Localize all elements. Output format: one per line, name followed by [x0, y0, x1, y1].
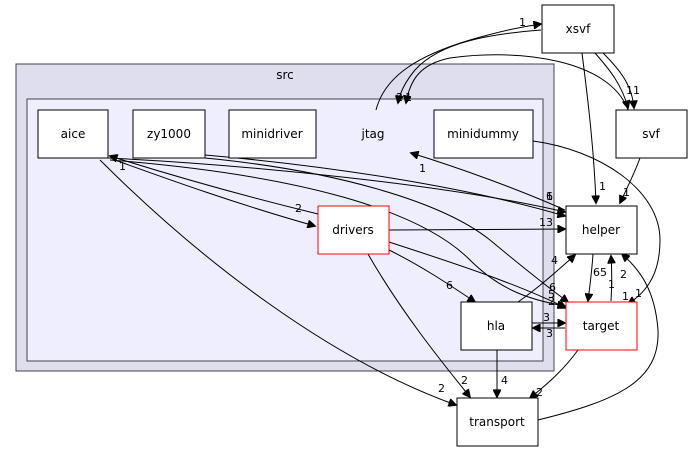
edge-drivers-hla: [384, 247, 475, 302]
edge-drivers-aice: [110, 156, 319, 215]
edge-zy1000-helper: [204, 154, 565, 216]
edge-label: 2: [536, 386, 543, 399]
edge-label: 4: [501, 374, 508, 387]
edge-label: 6: [546, 190, 553, 203]
edge-aice-target: [109, 159, 565, 306]
node-helper-label: helper: [582, 223, 620, 237]
edge-aice-helper: [107, 157, 565, 212]
edge-label: 1: [405, 91, 412, 104]
node-target[interactable]: target: [565, 301, 638, 351]
node-aice-label: aice: [61, 127, 86, 141]
node-transport-label: transport: [469, 415, 525, 429]
edge-aice-transport: [99, 159, 456, 405]
node-svf-label: svf: [642, 127, 660, 141]
node-xsvf[interactable]: xsvf: [541, 4, 615, 54]
node-helper[interactable]: helper: [565, 205, 638, 255]
edge-minidummy-target: [532, 140, 661, 304]
edge-label: 13: [539, 216, 553, 229]
node-target-label: target: [583, 319, 620, 333]
cluster-jtag-label[interactable]: jtag: [360, 127, 384, 141]
edge-xsvf-svf-b: [602, 52, 634, 108]
edge-label: 2: [461, 374, 468, 387]
node-drivers[interactable]: drivers: [317, 205, 390, 255]
edge-drivers-helper: [388, 229, 565, 230]
edge-label: 4: [551, 254, 558, 267]
node-minidriver[interactable]: minidriver: [228, 109, 317, 159]
node-hla[interactable]: hla: [460, 301, 533, 351]
edges: [99, 24, 661, 421]
edge-label: 1: [599, 180, 606, 193]
edge-label: 11: [626, 84, 640, 97]
edge-xsvf-helper: [581, 52, 596, 203]
edge-label: 2: [396, 91, 403, 104]
node-xsvf-label: xsvf: [566, 22, 591, 36]
node-transport[interactable]: transport: [456, 397, 539, 447]
edge-xsvf-svf-a: [594, 52, 628, 108]
edge-label: 5: [548, 288, 555, 301]
node-minidummy[interactable]: minidummy: [433, 109, 534, 159]
edge-label: 6: [446, 279, 453, 292]
edge-label: 6: [549, 281, 556, 294]
edge-svf-helper: [620, 157, 641, 203]
node-minidummy-label: minidummy: [447, 127, 519, 141]
edge-label: 2: [548, 295, 555, 308]
cluster-src-label: src: [276, 68, 294, 82]
edge-transport-helper: [537, 254, 659, 421]
node-aice[interactable]: aice: [37, 109, 109, 159]
node-svf[interactable]: svf: [615, 109, 688, 159]
node-hla-label: hla: [487, 319, 505, 333]
edge-label: 3: [546, 327, 553, 340]
edge-label: 2: [295, 202, 302, 215]
edge-label: 1: [622, 290, 629, 303]
edge-label: 3: [543, 311, 550, 324]
edge-zy1000-target: [204, 157, 568, 302]
edge-label: 2: [620, 268, 627, 281]
edge-label: 2: [438, 382, 445, 395]
edge-helper-target: [588, 253, 594, 301]
edge-hla-helper: [517, 255, 575, 303]
edge-label: 1: [546, 190, 553, 203]
edge-target-helper: [611, 256, 612, 302]
edge-drivers-transport: [367, 253, 470, 397]
edge-label: 1: [623, 186, 630, 199]
edge-svf-jtag: [406, 54, 629, 111]
edge-xsvf-jtag: [398, 29, 542, 103]
node-drivers-label: drivers: [332, 223, 374, 237]
edge-label: 1: [119, 160, 126, 173]
edge-target-transport: [530, 349, 579, 398]
edge-label: 1: [519, 16, 526, 29]
node-minidriver-label: minidriver: [241, 127, 302, 141]
node-zy1000-label: zy1000: [147, 127, 191, 141]
edge-label: 1: [635, 287, 642, 300]
edge-aice-drivers: [114, 159, 315, 226]
node-zy1000[interactable]: zy1000: [132, 109, 206, 159]
edge-label: 1: [608, 278, 615, 291]
edge-label: 65: [593, 266, 607, 279]
edge-labels: 1 2 1 11 1 1 1 2 1 6 1 13 6 4 65 2 3 3 5…: [119, 16, 642, 399]
edge-label: 1: [419, 162, 426, 175]
edge-helper-jtag: [411, 153, 566, 211]
